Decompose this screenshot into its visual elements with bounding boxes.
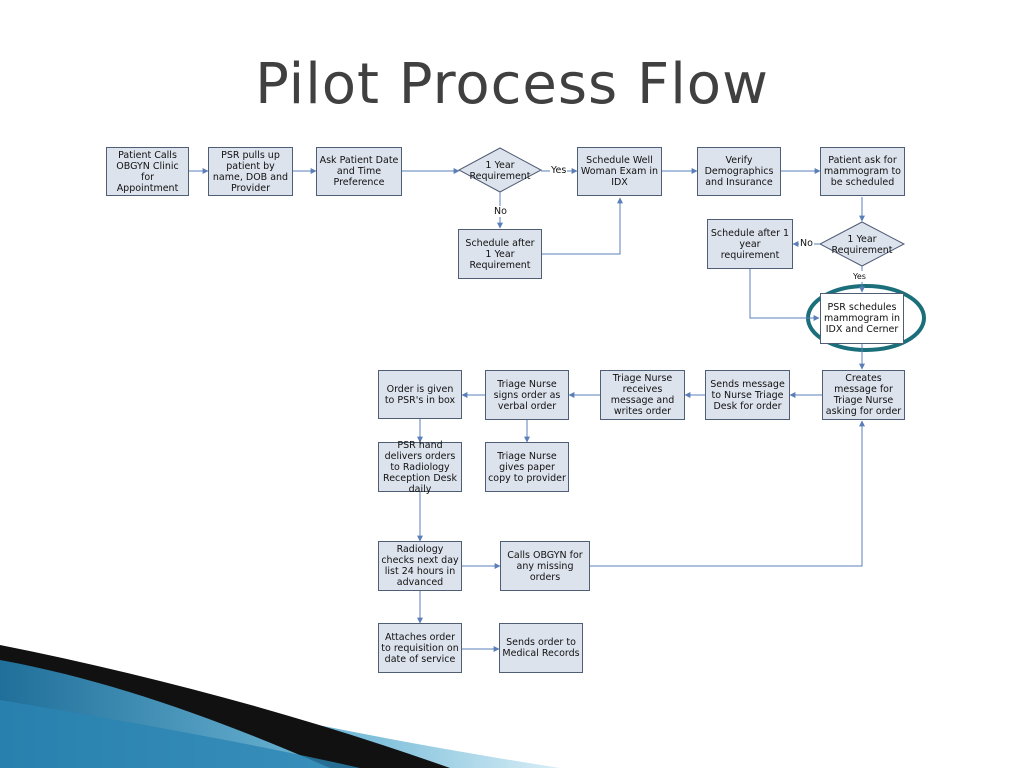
arrow (749, 269, 820, 321)
box-order-given: Order is given to PSR's in box (378, 370, 462, 419)
box-triage-receives: Triage Nurse receives message and writes… (600, 370, 685, 420)
label-yes-2: Yes (852, 271, 867, 282)
corner-swoosh (0, 645, 560, 768)
box-triage-signs: Triage Nurse signs order as verbal order (485, 370, 569, 420)
box-calls-obgyn: Calls OBGYN for any missing orders (500, 541, 590, 591)
box-psr-pulls: PSR pulls up patient by name, DOB and Pr… (208, 147, 293, 196)
box-triage-paper-copy: Triage Nurse gives paper copy to provide… (485, 442, 569, 492)
label-yes: Yes (550, 165, 568, 176)
box-psr-schedules-mammogram: PSR schedules mammogram in IDX and Cerne… (820, 293, 904, 344)
box-sends-order: Sends order to Medical Records (499, 623, 583, 673)
arrow (542, 197, 623, 255)
decision-text-2: 1 Year Requirement (831, 234, 893, 256)
box-schedule-after-2: Schedule after 1 year requirement (707, 219, 793, 269)
box-schedule-well: Schedule Well Woman Exam in IDX (577, 147, 662, 196)
label-no-2: No (799, 238, 814, 249)
box-sends-message: Sends message to Nurse Triage Desk for o… (705, 370, 790, 420)
box-verify: Verify Demographics and Insurance (697, 147, 781, 196)
box-patient-calls: Patient Calls OBGYN Clinic for Appointme… (106, 147, 189, 196)
box-attaches-order: Attaches order to requisition on date of… (378, 623, 462, 673)
box-creates-message: Creates message for Triage Nurse asking … (822, 370, 905, 420)
decision-text-1: 1 Year Requirement (469, 160, 531, 182)
box-psr-hand-delivers: PSR hand delivers orders to Radiology Re… (378, 440, 462, 495)
box-radiology-checks: Radiology checks next day list 24 hours … (378, 541, 462, 591)
box-patient-ask-mammogram: Patient ask for mammogram to be schedule… (820, 147, 905, 196)
box-ask-patient: Ask Patient Date and Time Preference (316, 147, 402, 196)
slide-title: Pilot Process Flow (255, 52, 769, 117)
label-no: No (493, 206, 508, 217)
arrow (590, 420, 865, 567)
box-schedule-after-1: Schedule after 1 Year Requirement (458, 229, 542, 279)
